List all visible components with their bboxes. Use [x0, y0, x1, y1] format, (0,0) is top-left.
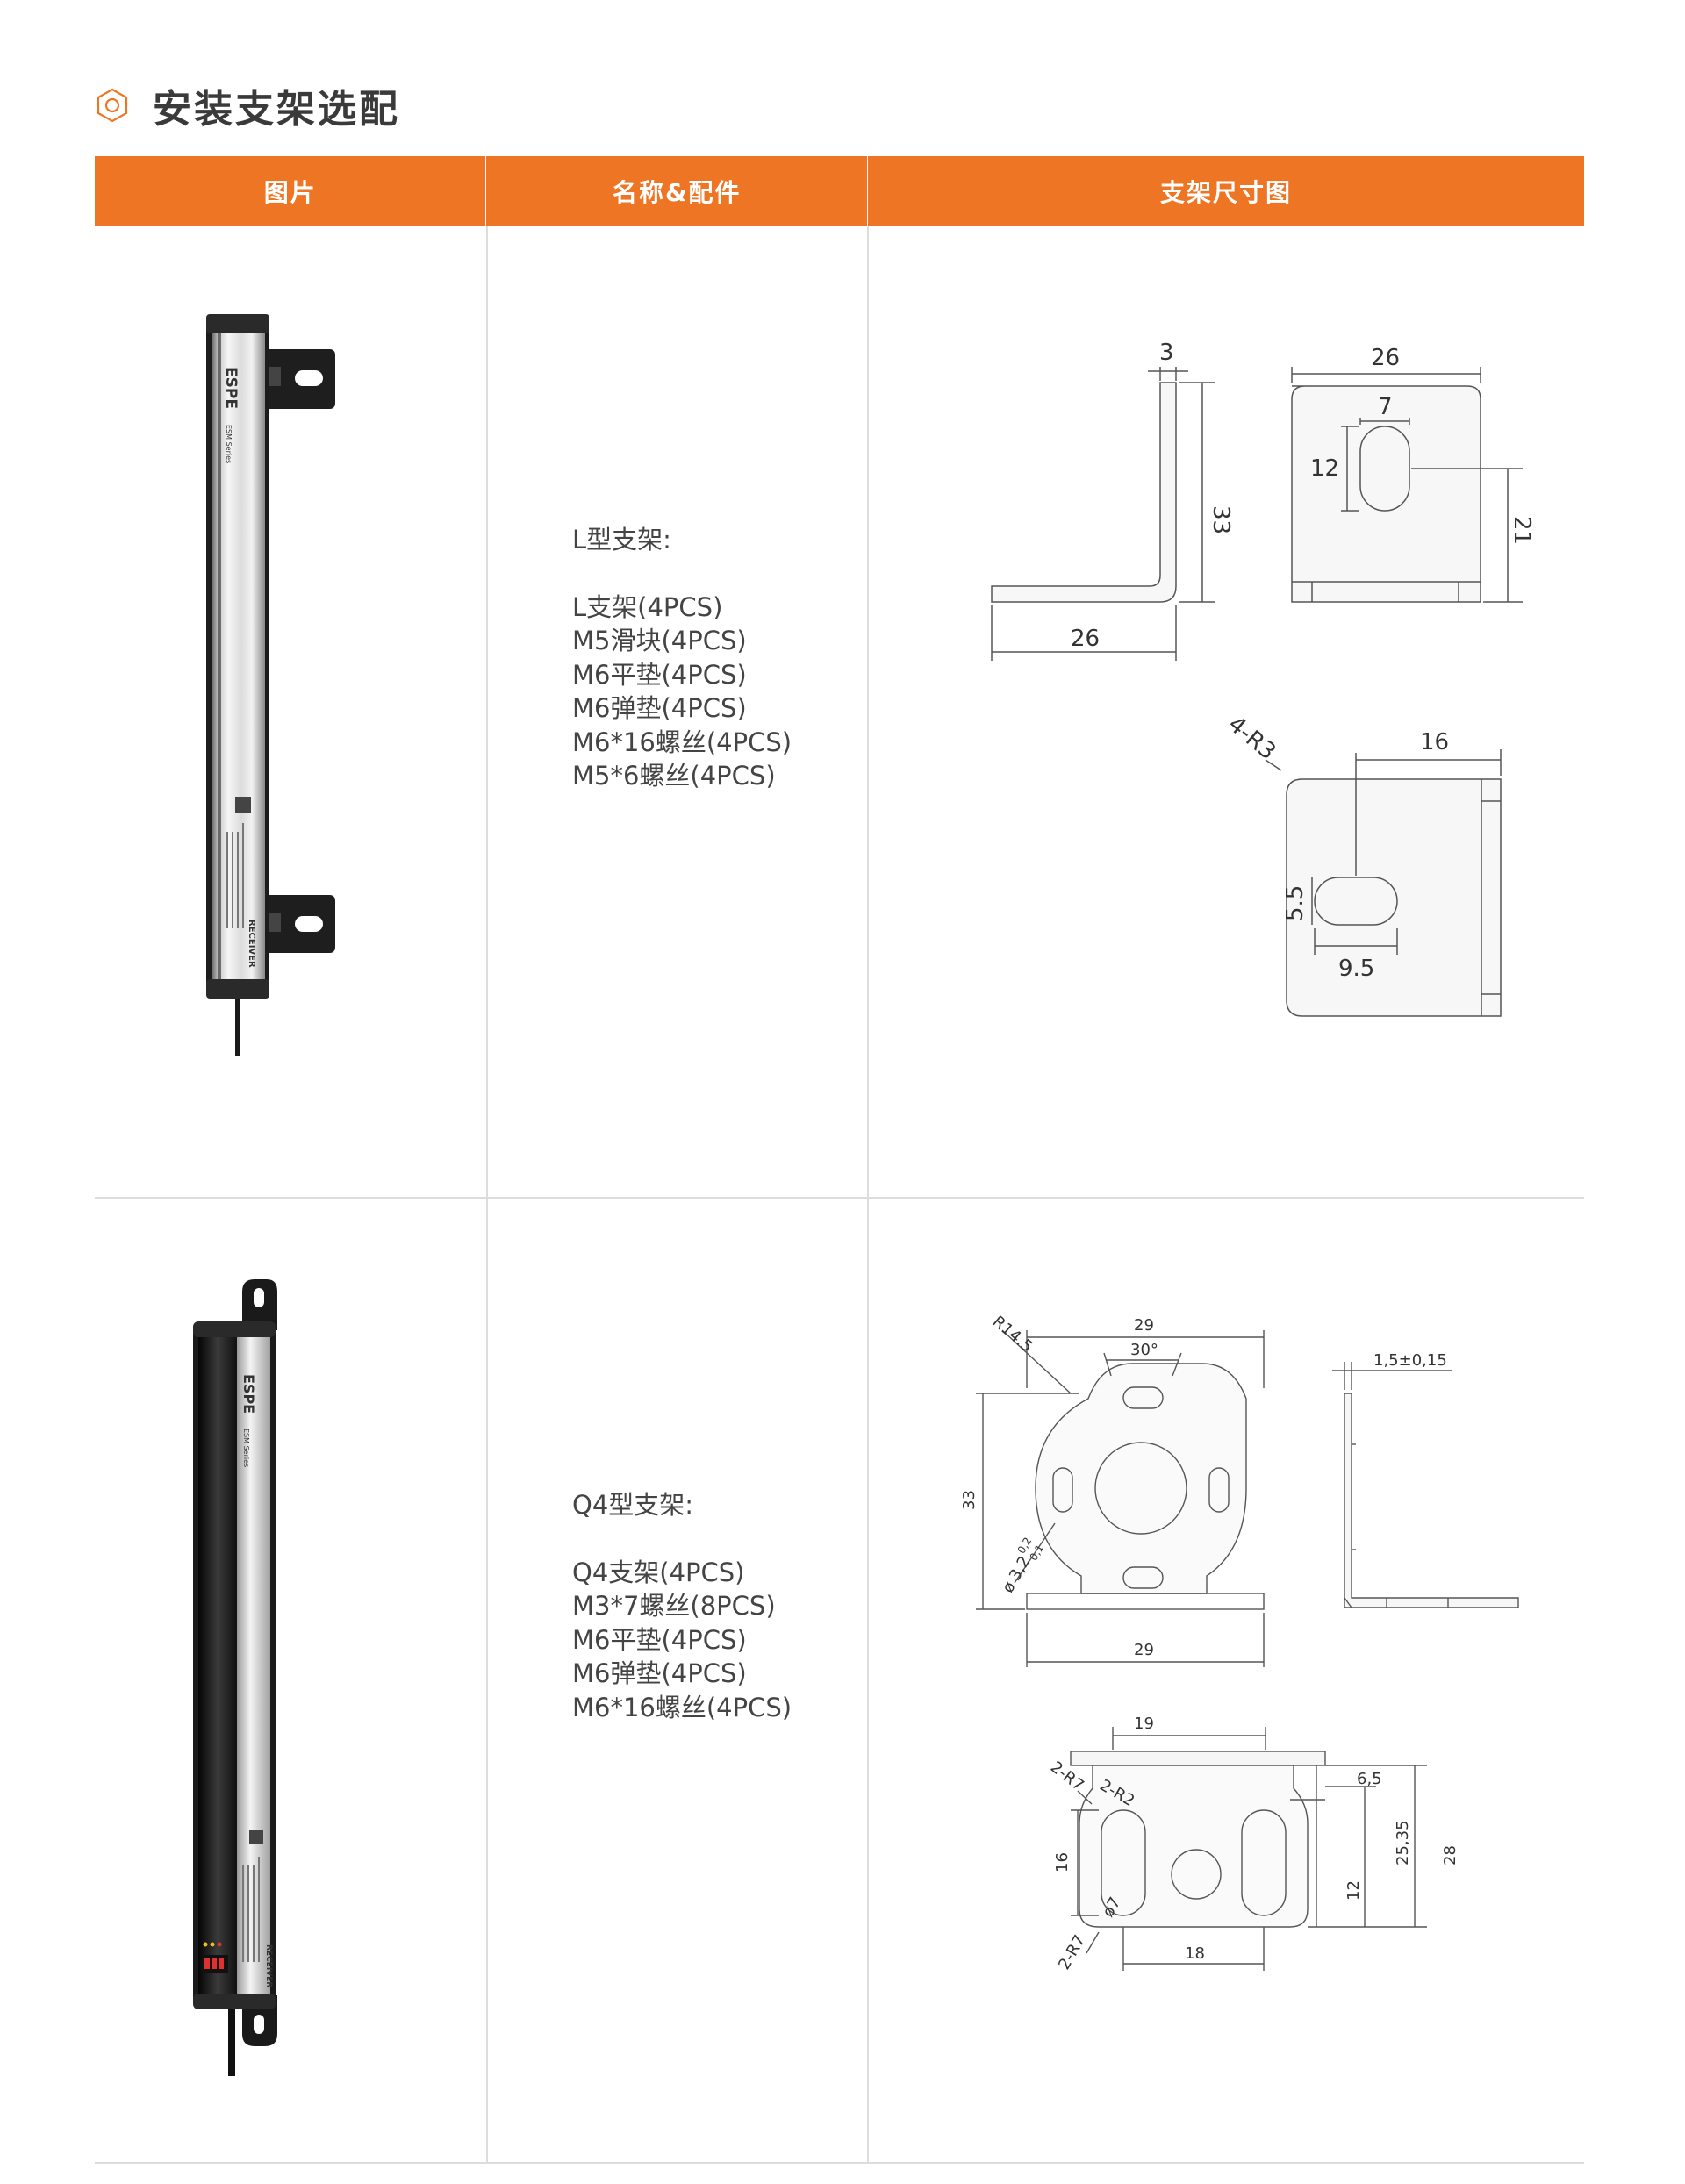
bracket-name: L型支架: [572, 525, 671, 555]
dim-label: 30° [1130, 1341, 1158, 1359]
dim-label: 16 [1053, 1852, 1072, 1873]
dimension-drawing-cell: 3 33 26 26 7 12 21 4-R3 16 5.5 9.5 [867, 226, 1584, 1197]
list-item: M6*16螺丝(4PCS) [572, 1692, 792, 1722]
series-label: ESM Series [242, 1429, 250, 1467]
brand-label: ESPE [222, 367, 240, 409]
product-image-cell: ESPE ESM Series RECEIVER [95, 226, 486, 1197]
dim-label: 28 [1441, 1845, 1459, 1865]
list-item: M6弹垫(4PCS) [572, 693, 747, 723]
dim-label: 5.5 [1282, 885, 1309, 921]
section-header: 安装支架选配 [95, 81, 400, 132]
dim-label: 7 [1378, 394, 1393, 420]
dim-label: 4-R3 [1223, 711, 1281, 765]
hexagon-ring-icon [97, 88, 128, 123]
l-bracket-bottom [263, 895, 335, 953]
status-leds [203, 1942, 222, 1947]
dim-label: 26 [1071, 626, 1100, 652]
qr-code [235, 797, 251, 813]
accessory-list: L型支架: L支架(4PCS) M5滑块(4PCS) M6平垫(4PCS) M6… [572, 523, 792, 793]
dim-label: R14.5 [989, 1313, 1036, 1357]
list-item: M3*7螺丝(8PCS) [572, 1591, 776, 1621]
brand-label: ESPE [240, 1374, 257, 1414]
receiver-label: RECEIVER [247, 920, 256, 968]
dim-label: 16 [1420, 729, 1449, 755]
qr-code [249, 1830, 263, 1844]
l-bracket-top [263, 349, 335, 409]
light-curtain-silver-image: ESPE ESM Series RECEIVER [206, 314, 335, 1056]
header-dimensions: 支架尺寸图 [866, 156, 1584, 226]
hole-dimension-label: ø 3,2 0,2 0,1 [999, 1536, 1046, 1596]
name-accessories-cell: L型支架: L支架(4PCS) M5滑块(4PCS) M6平垫(4PCS) M6… [486, 226, 867, 1197]
dim-label: 21 [1509, 516, 1535, 545]
dim-label: 33 [1208, 505, 1234, 534]
header-image: 图片 [263, 178, 317, 207]
list-item: M6*16螺丝(4PCS) [572, 727, 792, 757]
dim-label: 18 [1185, 1944, 1205, 1963]
list-item: M6弹垫(4PCS) [572, 1658, 747, 1688]
list-item: M5滑块(4PCS) [572, 626, 747, 655]
page-title: 安装支架选配 [153, 87, 400, 132]
table-row: ESPE ESM Series RECEIVER L型支架: L支架(4PCS)… [95, 226, 1584, 1199]
list-item: M5*6螺丝(4PCS) [572, 761, 776, 791]
dim-label: 19 [1134, 1715, 1154, 1733]
series-label: ESM Series [225, 425, 233, 463]
dim-label: 29 [1134, 1641, 1154, 1659]
dim-label: 3 [1159, 340, 1174, 366]
header-name-accessories: 名称&配件 [485, 156, 866, 226]
dim-label: 2-R7 [1055, 1932, 1089, 1973]
light-curtain-black-image: ESPE ESM Series RECEIVER [193, 1279, 277, 2076]
dim-label: 1,5±0,15 [1373, 1351, 1447, 1370]
dim-label: 25,35 [1394, 1820, 1412, 1865]
bracket-name: Q4型支架: [572, 1490, 694, 1520]
dim-label: 12 [1310, 455, 1339, 482]
receiver-label: RECEIVER [264, 1944, 273, 1987]
l-bracket-drawing: 3 33 26 26 7 12 21 4-R3 16 5.5 9.5 [991, 340, 1535, 1017]
dimension-drawing-cell: R14.5 29 30° 33 29 1,5±0,15 19 2-R7 2-R2… [867, 1199, 1584, 2162]
list-item: Q4支架(4PCS) [572, 1557, 745, 1587]
dim-label: 29 [1134, 1316, 1154, 1335]
dim-label: 26 [1371, 345, 1400, 371]
table-row: ESPE ESM Series RECEIVER [95, 1199, 1584, 2164]
dim-label: 9.5 [1338, 956, 1374, 982]
list-item: M6平垫(4PCS) [572, 659, 747, 690]
list-item: M6平垫(4PCS) [572, 1624, 747, 1655]
dim-label: 33 [960, 1490, 979, 1510]
product-image-cell: ESPE ESM Series RECEIVER [95, 1199, 486, 2162]
list-item: L支架(4PCS) [572, 591, 723, 622]
q4-bracket-drawing: R14.5 29 30° 33 29 1,5±0,15 19 2-R7 2-R2… [960, 1313, 1519, 1973]
dim-label: 12 [1344, 1880, 1363, 1901]
name-accessories-cell: Q4型支架: Q4支架(4PCS) M3*7螺丝(8PCS) M6平垫(4PCS… [486, 1199, 867, 2162]
bracket-table: 图片 名称&配件 支架尺寸图 [95, 156, 1584, 2164]
dim-label: 6,5 [1357, 1770, 1382, 1788]
table-header: 图片 名称&配件 支架尺寸图 [95, 156, 1584, 226]
q4-bracket-top [242, 1279, 277, 1330]
accessory-list: Q4型支架: Q4支架(4PCS) M3*7螺丝(8PCS) M6平垫(4PCS… [572, 1488, 792, 1724]
